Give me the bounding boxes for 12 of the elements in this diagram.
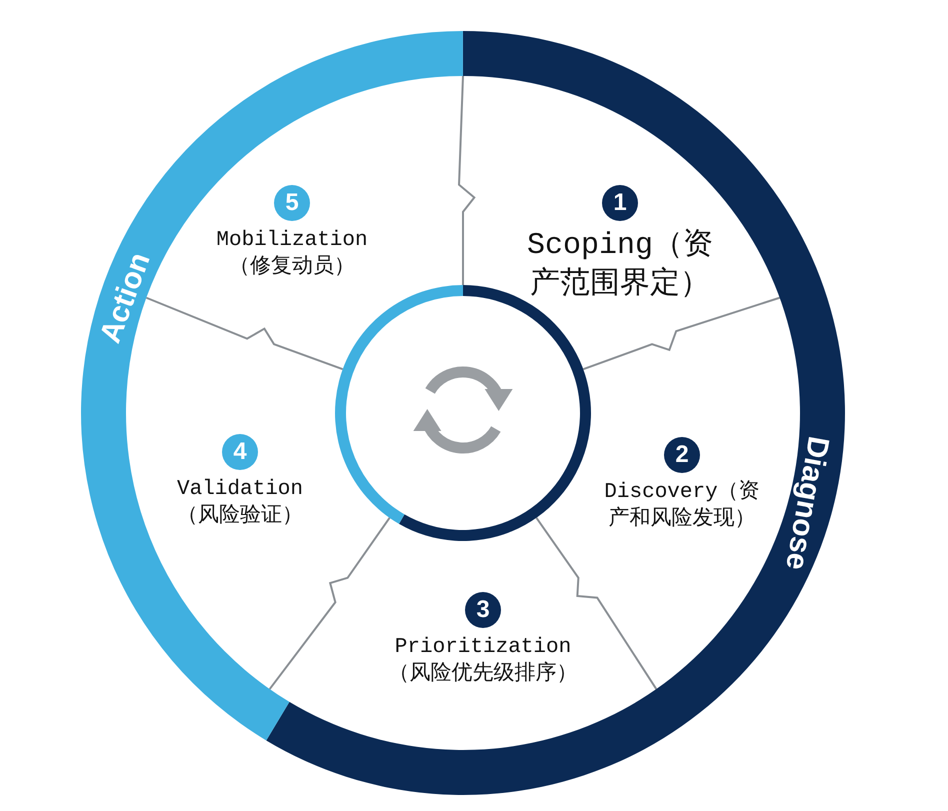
- band-label: Diagnose: [778, 434, 834, 572]
- step-number-badge: 5: [274, 185, 310, 221]
- step-label: Mobilization （修复动员）: [215, 228, 369, 282]
- step-label: Validation （风险验证）: [176, 477, 304, 530]
- step-label: Scoping（资产范围界定）: [526, 228, 714, 304]
- step-number-badge: 3: [465, 592, 501, 628]
- step-number-badge: 2: [664, 437, 700, 473]
- step-label: Prioritization （风险优先级排序）: [388, 635, 578, 688]
- step-number-badge: 4: [222, 434, 258, 470]
- band-label: Action: [93, 248, 158, 348]
- step-number-badge: 1: [602, 185, 638, 221]
- step-label: Discovery（资产和风险发现）: [603, 479, 761, 534]
